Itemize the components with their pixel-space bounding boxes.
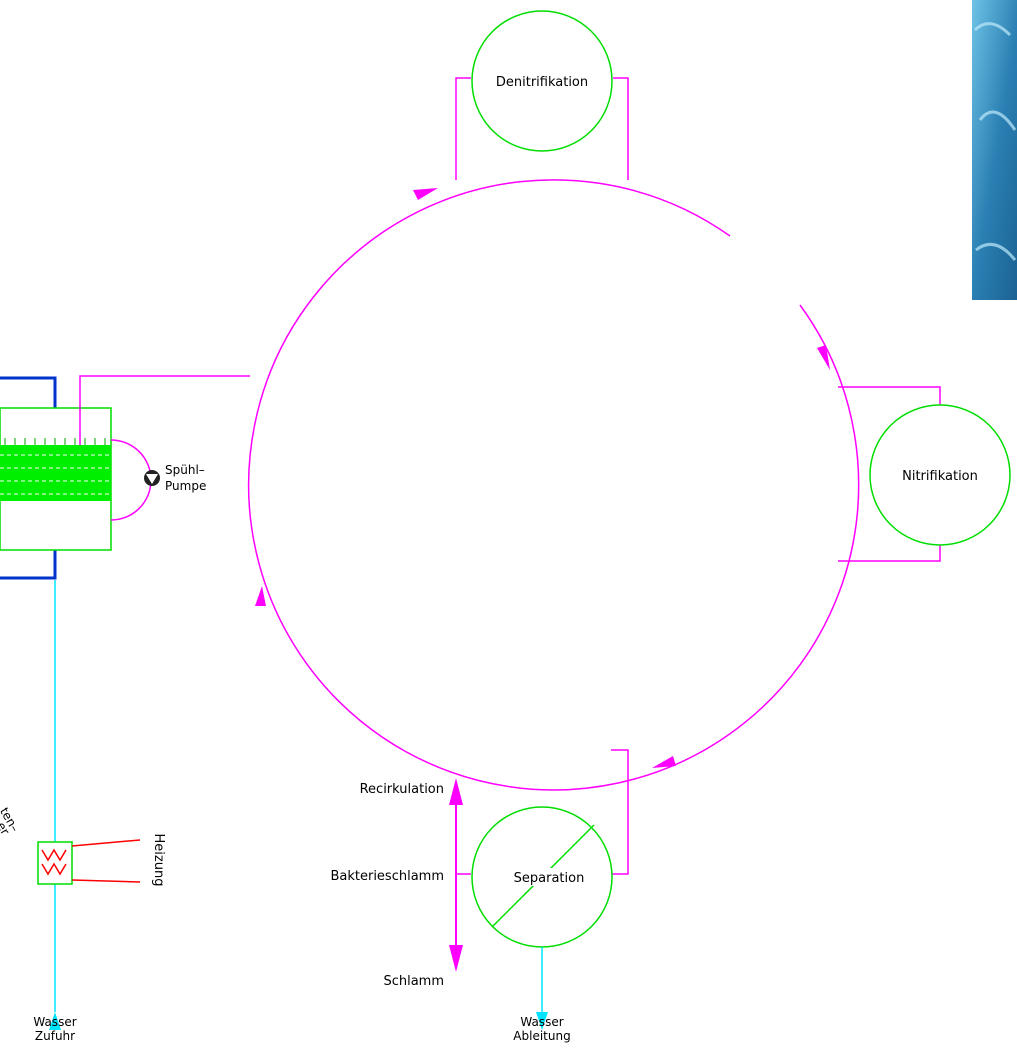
denitrifikation-label: Denitrifikation [496,75,588,90]
wasser-ableitung-label-1: Wasser [520,1015,563,1029]
schlamm-label: Schlamm [383,974,444,989]
arrow-top [413,188,438,200]
heizung-label: Heizung [151,834,166,887]
water-inlet [49,580,61,1030]
arrow-bottom [652,756,676,768]
water-photo [972,0,1017,300]
separation-label: Separation [514,871,585,886]
arrow-left [255,586,266,606]
spuehl-pumpe-label-2: Pumpe [165,479,206,493]
filter-unit [0,375,250,580]
circulation-loop [247,179,860,791]
spuehl-pumpe-label-1: Spühl– [165,463,205,477]
wasser-zufuhr-label-2: Zufuhr [35,1029,75,1043]
wasser-zufuhr-label-1: Wasser [33,1015,76,1029]
nitrifikation-unit: Nitrifikation [838,386,1011,562]
wasser-ableitung-label-2: Ableitung [513,1029,570,1043]
heater [37,839,141,885]
denitrifikation-unit: Denitrifikation [455,10,629,180]
sludge-line [449,778,471,972]
nitrifikation-label: Nitrifikation [902,469,978,484]
flow-arrows [255,188,830,768]
separation-unit: Separation [471,749,629,1030]
pump-icon [144,470,160,486]
bakterieschlamm-label: Bakterieschlamm [330,869,444,884]
arrow-right [817,345,830,370]
recirkulation-label: Recirkulation [360,782,444,797]
